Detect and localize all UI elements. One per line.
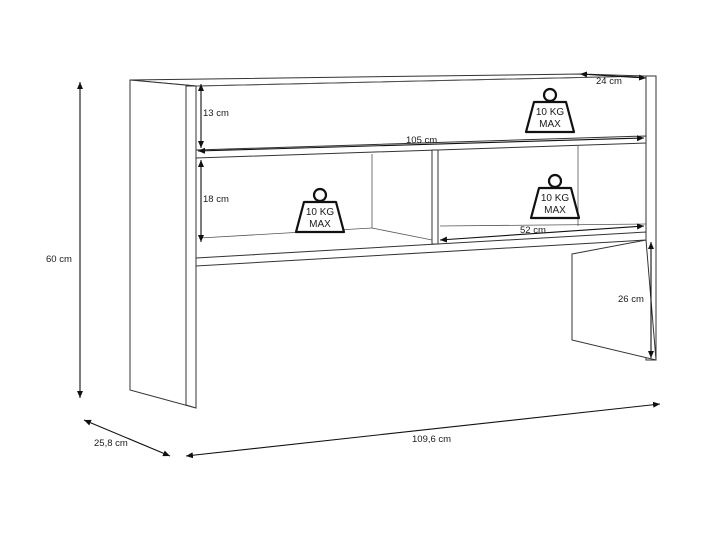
depth-label: 25,8 cm — [94, 438, 128, 449]
weight-handle-icon — [547, 173, 563, 189]
weight-icon — [524, 100, 576, 134]
weight-icon — [529, 186, 581, 220]
weight-icon — [294, 200, 346, 234]
top-clearance-label: 13 cm — [203, 108, 229, 119]
shelf-depth-label: 24 cm — [596, 76, 622, 87]
weight-badge-line2: MAX — [544, 205, 566, 216]
weight-handle-icon — [312, 187, 328, 203]
weight-badge-line1: 10 KG — [306, 207, 335, 218]
weight-limit-badge-lower-left: 10 KG MAX — [294, 187, 346, 234]
inner-width-label: 105 cm — [406, 135, 437, 146]
weight-limit-badge-lower-right: 10 KG MAX — [529, 173, 581, 220]
weight-badge-line1: 10 KG — [541, 193, 570, 204]
total-width-label: 109,6 cm — [412, 434, 451, 445]
compartment-width-label: 52 cm — [520, 225, 546, 236]
middle-clearance-label: 18 cm — [203, 194, 229, 205]
weight-badge-line2: MAX — [539, 119, 561, 130]
total-height-label: 60 cm — [46, 254, 72, 265]
leg-height-label: 26 cm — [618, 294, 644, 305]
weight-limit-badge-top: 10 KG MAX — [524, 87, 576, 134]
weight-badge-line1: 10 KG — [536, 107, 565, 118]
weight-badge-line2: MAX — [309, 219, 331, 230]
weight-handle-icon — [542, 87, 558, 103]
dimension-lines — [77, 71, 661, 459]
shelf-unit-drawing — [129, 73, 657, 409]
